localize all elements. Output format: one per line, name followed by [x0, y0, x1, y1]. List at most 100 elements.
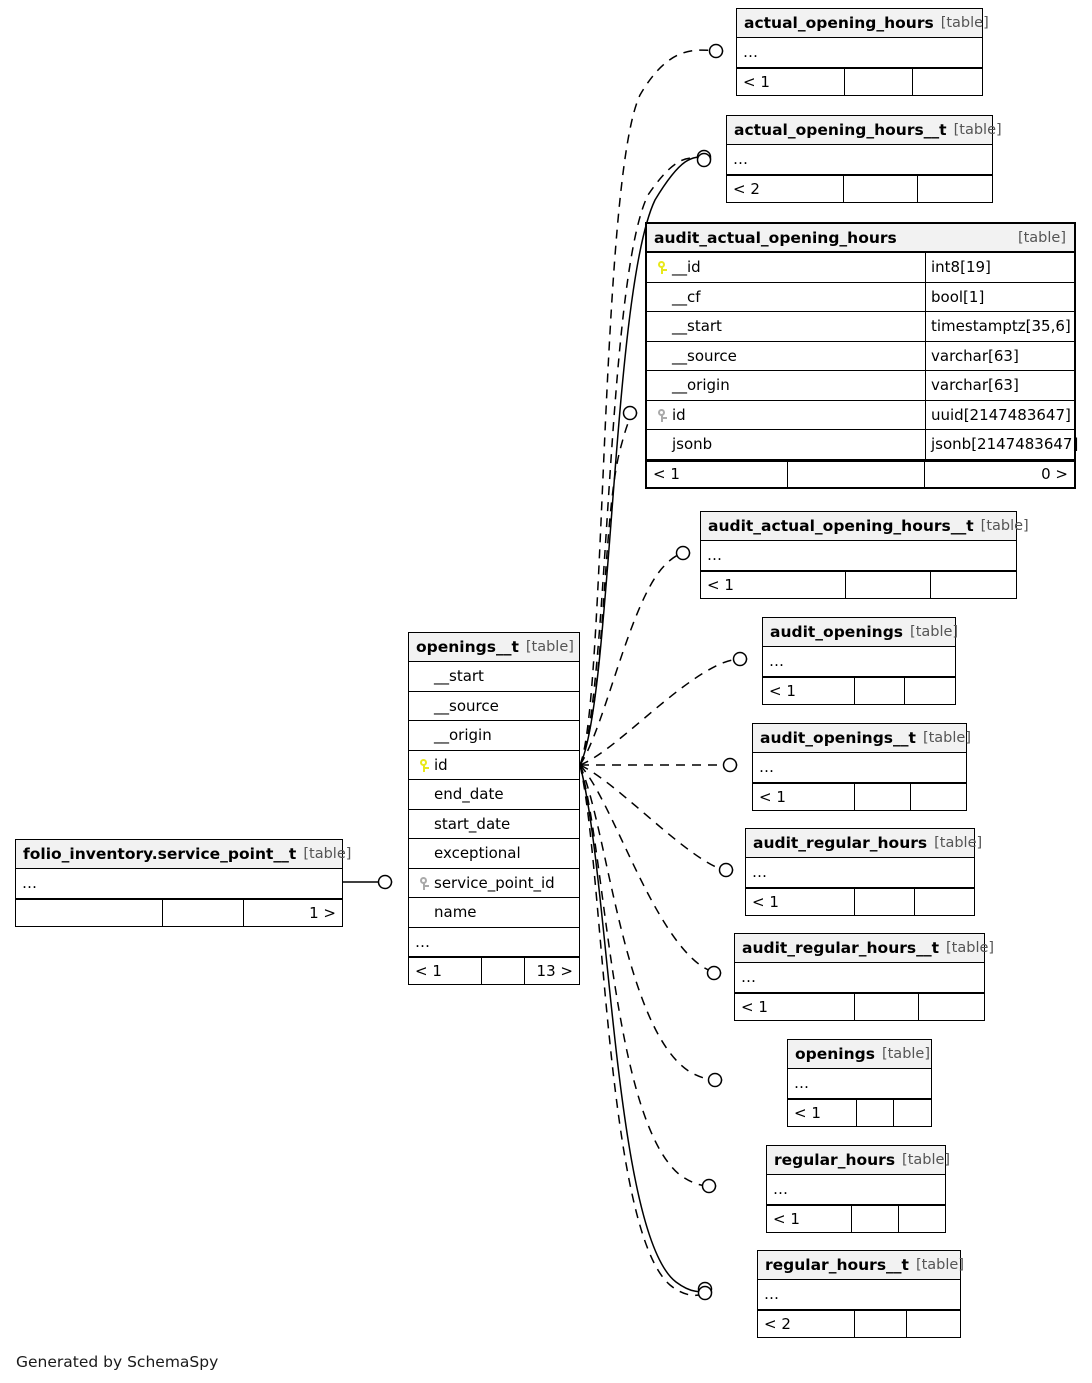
- table-header: audit_openings__t [table]: [753, 724, 971, 753]
- footer-mid: [846, 571, 931, 598]
- column-type: varchar[63]: [925, 341, 1074, 370]
- table-tag: [table]: [934, 835, 983, 851]
- table-row: …: [788, 1069, 931, 1099]
- column-cell: exceptional: [409, 844, 579, 862]
- table-row: __origin varchar[63]: [647, 371, 1074, 401]
- table-folio-inventory-service-point-t[interactable]: folio_inventory.service_point__t [table]…: [15, 839, 351, 927]
- zero-many-circle: [696, 149, 712, 165]
- table-openings-t[interactable]: openings__t [table] __start __source __o…: [408, 632, 580, 985]
- table-audit-openings[interactable]: audit_openings [table] … < 1: [762, 617, 958, 705]
- table-actual-opening-hours[interactable]: actual_opening_hours [table] … < 1: [736, 8, 989, 96]
- column-cell: service_point_id: [409, 874, 579, 892]
- table-row: jsonb jsonb[2147483647]: [647, 430, 1078, 460]
- table-footer: < 1 13 >: [409, 957, 579, 984]
- table-row: __id int8[19]: [647, 253, 1074, 283]
- table-actual-opening-hours-t[interactable]: actual_opening_hours__t [table] … < 2: [726, 115, 1002, 203]
- table-header: actual_opening_hours [table]: [737, 9, 989, 38]
- footer-mid: [482, 958, 525, 984]
- footer-mid: [852, 1205, 899, 1232]
- table-regular-hours-t[interactable]: regular_hours__t [table] … < 2: [757, 1250, 964, 1338]
- table-header: regular_hours__t [table]: [758, 1251, 964, 1280]
- table-footer: < 2: [727, 174, 992, 202]
- table-row: …: [409, 928, 579, 957]
- table-tag: [table]: [946, 940, 995, 956]
- column-cell: end_date: [409, 785, 579, 803]
- footer-left: < 2: [727, 175, 844, 202]
- table-footer: < 2: [758, 1309, 960, 1337]
- table-tag: [table]: [915, 1257, 964, 1273]
- table-footer: < 1: [763, 676, 955, 704]
- table-footer: < 1: [735, 992, 984, 1020]
- table-audit-openings-t[interactable]: audit_openings__t [table] … < 1: [752, 723, 971, 811]
- column-cell: start_date: [409, 815, 579, 833]
- footer-right: [899, 1206, 945, 1232]
- footer-mid: [788, 461, 925, 487]
- footer-right: 1 >: [309, 903, 336, 922]
- zero-many-circle: [701, 1178, 717, 1194]
- column-name: __origin: [672, 376, 730, 395]
- column-cell: __start: [409, 667, 579, 685]
- column-name: …: [794, 1074, 810, 1093]
- table-title: regular_hours: [774, 1151, 896, 1169]
- table-footer: < 1: [737, 67, 982, 95]
- table-footer: < 1: [753, 782, 966, 810]
- table-title: actual_opening_hours: [744, 14, 934, 32]
- column-name: …: [764, 1285, 780, 1304]
- table-audit-regular-hours[interactable]: audit_regular_hours [table] … < 1: [745, 828, 982, 916]
- column-type: uuid[2147483647]: [925, 400, 1074, 429]
- table-regular-hours[interactable]: regular_hours [table] … < 1: [766, 1145, 950, 1233]
- footer-mid: [855, 783, 911, 810]
- table-row: …: [735, 963, 984, 993]
- zero-many-circle: [377, 874, 393, 890]
- table-title: audit_openings: [770, 623, 904, 641]
- table-row: __start: [409, 662, 579, 692]
- column-name: name: [434, 903, 477, 922]
- table-audit-actual-opening-hours-t[interactable]: audit_actual_opening_hours__t [table] … …: [700, 511, 1029, 599]
- table-audit-actual-opening-hours[interactable]: audit_actual_opening_hours [table] __id …: [645, 222, 1078, 489]
- column-cell: __origin: [409, 726, 579, 744]
- primary-key-icon: [653, 258, 672, 276]
- column-cell: id: [647, 406, 925, 424]
- column-cell: __id: [647, 258, 925, 276]
- zero-many-circle: [697, 1285, 713, 1301]
- table-row: …: [16, 869, 342, 899]
- footer-left: < 1: [647, 461, 788, 487]
- footer-right: [931, 572, 1016, 598]
- table-tag: [table]: [303, 846, 352, 862]
- footer-right: [913, 69, 982, 95]
- table-row: …: [746, 858, 974, 888]
- column-cell: __origin: [647, 376, 925, 394]
- column-name: …: [759, 758, 775, 777]
- footer-mid: [855, 993, 920, 1020]
- footer-mid: [855, 1310, 908, 1337]
- table-header: actual_opening_hours__t [table]: [727, 116, 1002, 145]
- column-name: jsonb: [672, 435, 713, 454]
- column-name: …: [752, 863, 768, 882]
- footer-mid: [845, 68, 914, 95]
- table-row: name: [409, 898, 579, 928]
- column-name: …: [733, 150, 749, 169]
- foreign-key-icon: [415, 874, 434, 892]
- table-footer: < 1: [701, 570, 1016, 598]
- zero-many-circle: [706, 965, 722, 981]
- column-name: …: [415, 932, 431, 951]
- footer-right: [905, 678, 955, 704]
- column-name: id: [672, 405, 686, 424]
- column-name: end_date: [434, 785, 504, 804]
- table-row: __cf bool[1]: [647, 282, 1074, 312]
- table-row: service_point_id: [409, 869, 579, 898]
- zero-many-circle: [622, 405, 638, 421]
- table-openings[interactable]: openings [table] … < 1: [787, 1039, 932, 1127]
- footer-left: < 1: [746, 888, 856, 915]
- table-tag: [table]: [881, 1046, 931, 1062]
- table-footer: < 1: [746, 887, 974, 915]
- table-row: …: [727, 145, 992, 175]
- column-name: exceptional: [434, 844, 521, 863]
- table-tag: [table]: [980, 518, 1029, 534]
- footer-left: < 1: [737, 68, 845, 95]
- footer-left: < 1: [735, 993, 855, 1020]
- footer-mid: [857, 1099, 894, 1126]
- table-row: …: [767, 1175, 945, 1205]
- column-cell: __start: [647, 317, 925, 335]
- table-audit-regular-hours-t[interactable]: audit_regular_hours__t [table] … < 1: [734, 933, 994, 1021]
